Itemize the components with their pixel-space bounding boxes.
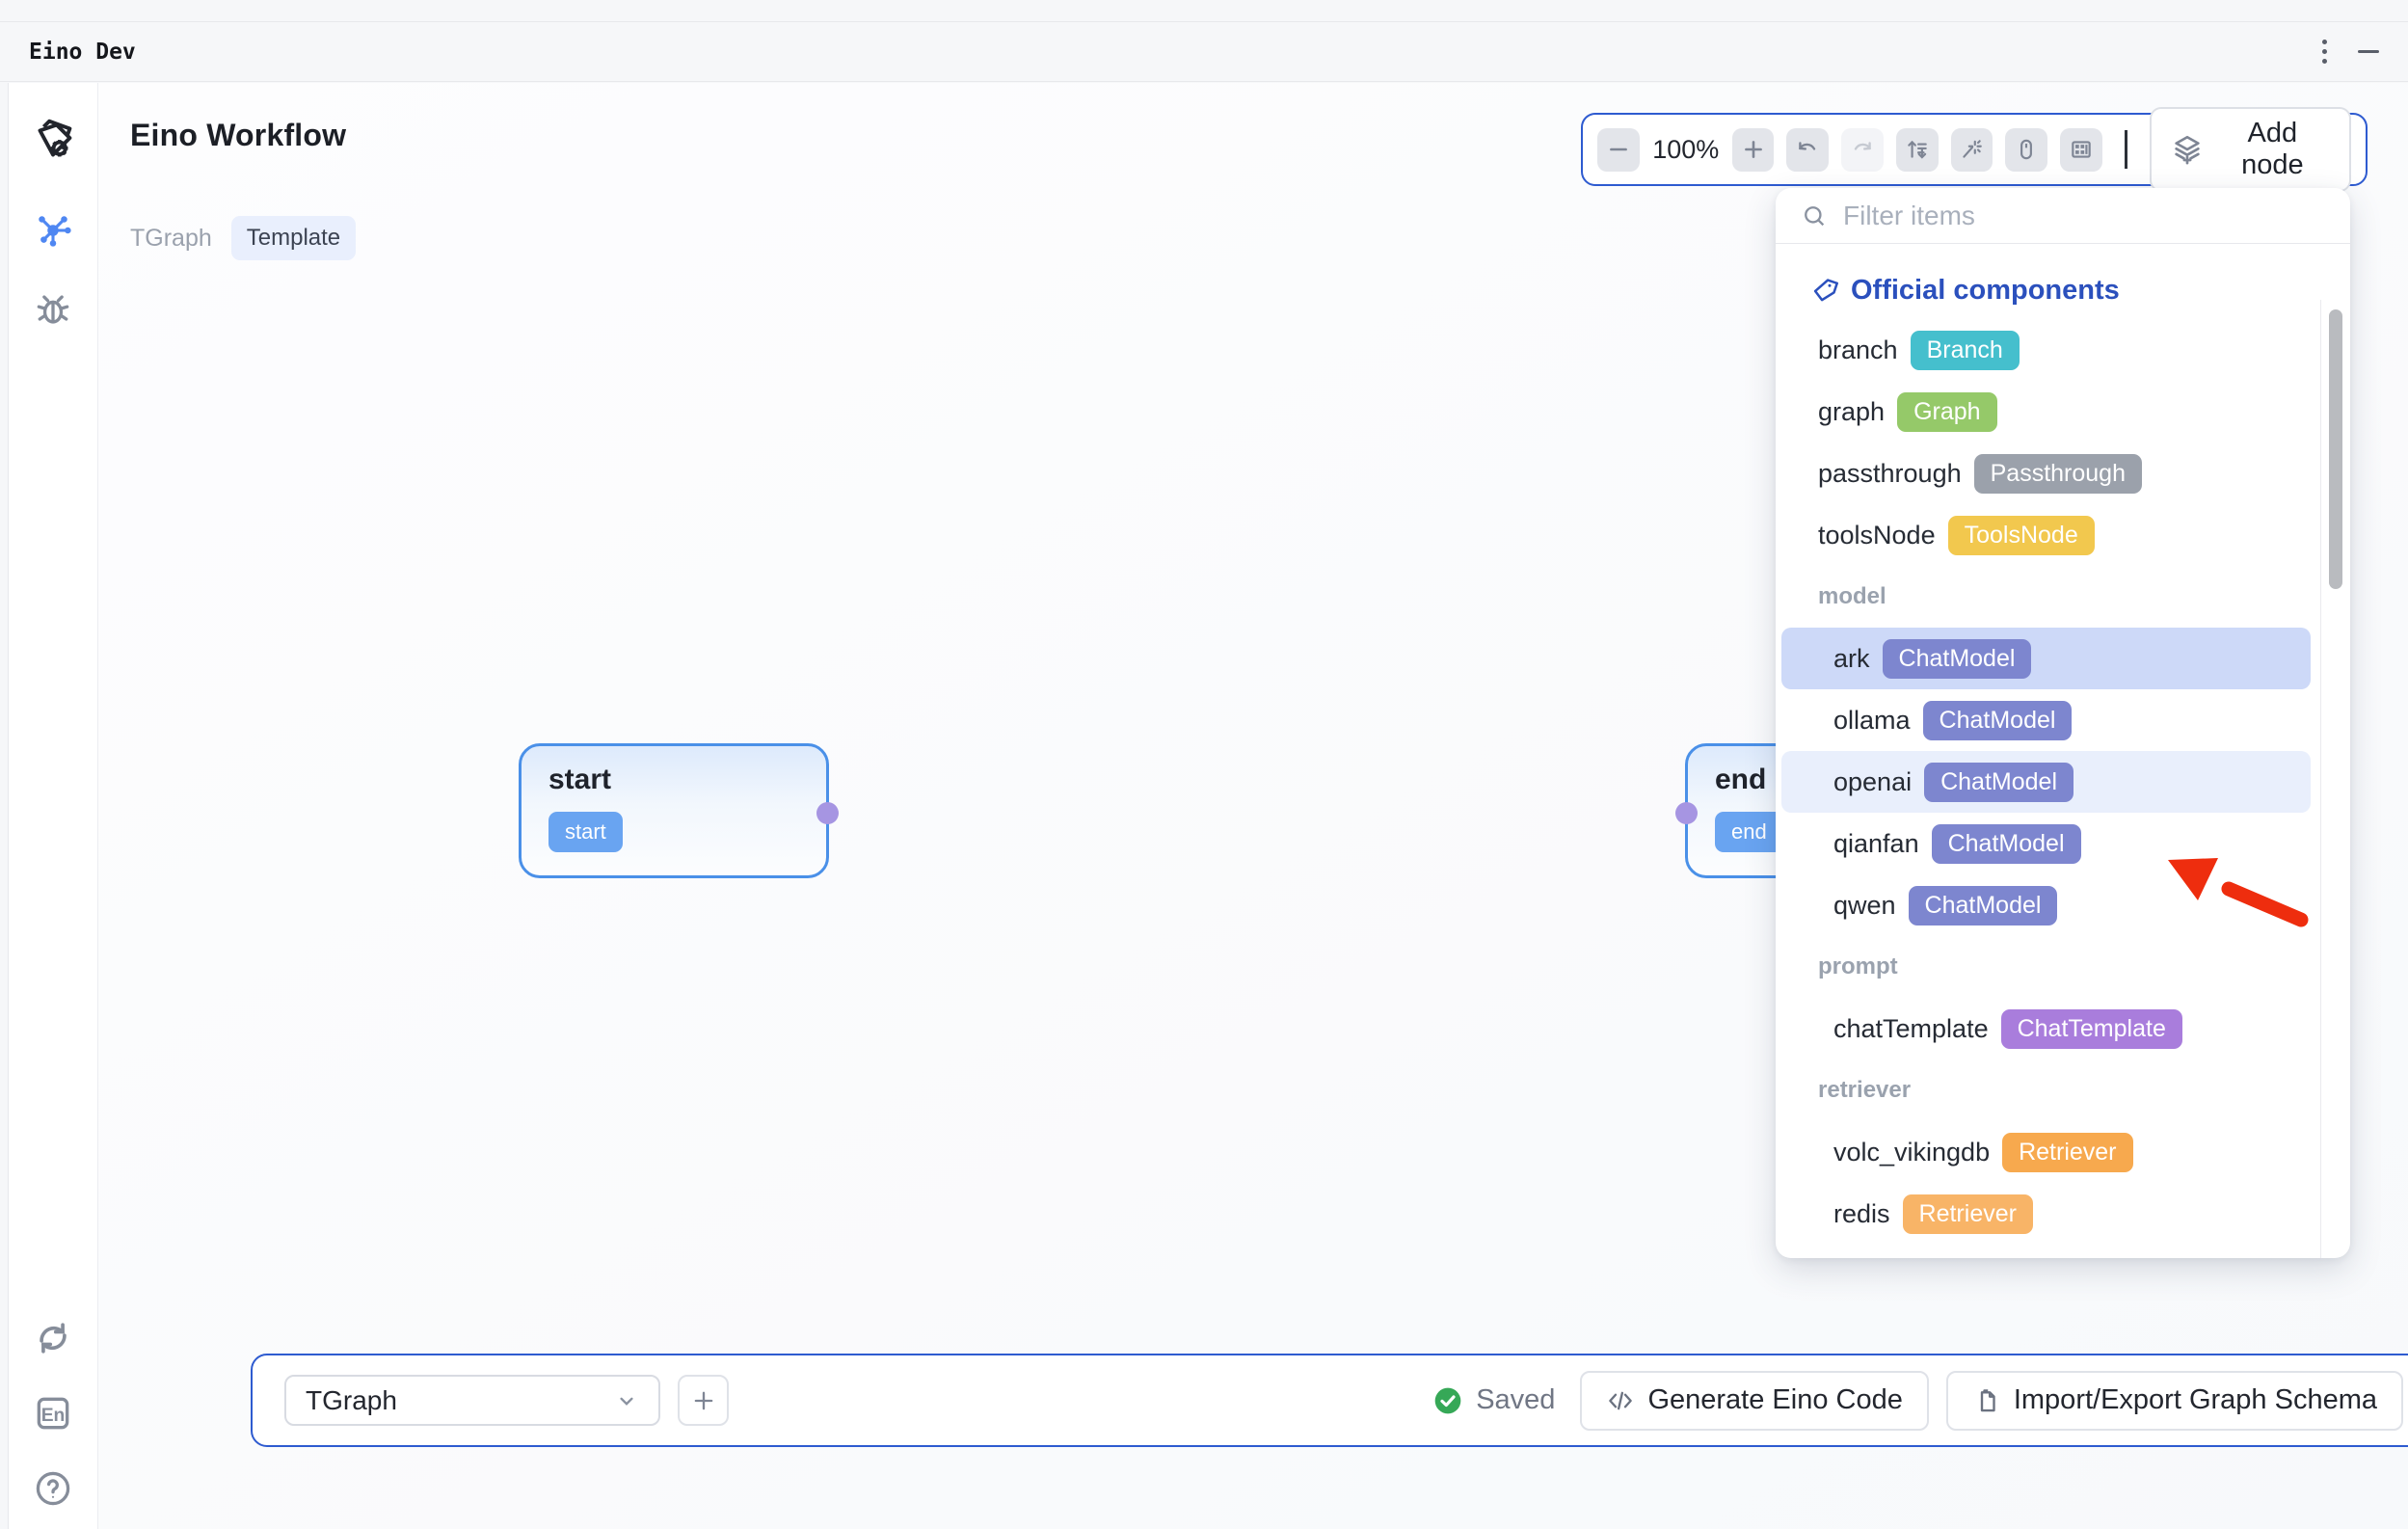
canvas-area[interactable]: Eino Workflow TGraph Template start star… <box>98 83 2408 1529</box>
section-label-retriever: retriever <box>1818 1077 1912 1103</box>
redo-icon[interactable] <box>1841 127 1884 172</box>
component-type-badge: ChatModel <box>1882 638 2032 679</box>
search-icon <box>1801 202 1828 229</box>
add-graph-button[interactable] <box>678 1375 729 1426</box>
component-type-badge: ChatModel <box>1924 762 2074 802</box>
import-export-graph-schema-label: Import/Export Graph Schema <box>2013 1384 2377 1415</box>
component-type-badge: ChatTemplate <box>2000 1008 2182 1049</box>
component-item-graph[interactable]: graph Graph <box>1781 381 2311 443</box>
eino-logo-tag-gear-icon <box>25 114 81 170</box>
component-item-chatTemplate[interactable]: chatTemplate ChatTemplate <box>1781 998 2311 1060</box>
zoom-in-button[interactable] <box>1731 127 1775 172</box>
save-status: Saved <box>1432 1384 1555 1416</box>
component-name: volc_vikingdb <box>1833 1137 1991 1167</box>
component-item-ollama[interactable]: ollama ChatModel <box>1781 689 2311 751</box>
component-item-passthrough[interactable]: passthrough Passthrough <box>1781 443 2311 504</box>
undo-icon[interactable] <box>1786 127 1830 172</box>
graph-select-value: TGraph <box>306 1384 397 1415</box>
canvas-toolbar: 100% <box>1581 107 2368 192</box>
component-item-qwen[interactable]: qwen ChatModel <box>1781 874 2311 936</box>
component-name: qianfan <box>1833 828 1919 858</box>
component-item-volc_vikingdb[interactable]: volc_vikingdb Retriever <box>1781 1121 2311 1183</box>
filter-items-search[interactable]: Filter items <box>1776 188 2350 244</box>
svg-text:En: En <box>41 1406 66 1426</box>
document-icon <box>1972 1386 2001 1415</box>
toolbar-divider <box>2124 130 2127 169</box>
graph-name-label: TGraph <box>130 224 212 252</box>
section-label-prompt: prompt <box>1818 953 1898 979</box>
component-item-ark[interactable]: ark ChatModel <box>1781 628 2311 689</box>
component-name: redis <box>1833 1198 1890 1228</box>
generate-eino-code-label: Generate Eino Code <box>1647 1384 1903 1415</box>
check-circle-icon <box>1432 1385 1463 1416</box>
bottom-bar: TGraph Saved Generate Eino Code <box>251 1354 2408 1447</box>
component-name: graph <box>1818 396 1886 426</box>
component-name: chatTemplate <box>1833 1013 1989 1043</box>
component-type-badge: ChatModel <box>1908 885 2058 925</box>
zoom-out-button[interactable] <box>1597 127 1640 172</box>
add-node-label: Add node <box>2241 118 2304 180</box>
node-type-badge: end <box>1715 812 1783 852</box>
component-type-badge: Branch <box>1910 330 2020 370</box>
component-type-badge: Retriever <box>2002 1132 2133 1172</box>
search-placeholder: Filter items <box>1843 200 1975 230</box>
magic-wand-icon[interactable] <box>1950 127 1993 172</box>
component-name: ollama <box>1833 705 1911 735</box>
app-window: En Eino Workflow TGraph Template start s… <box>8 83 2408 1529</box>
mouse-mode-icon[interactable] <box>2005 127 2048 172</box>
component-item-qianfan[interactable]: qianfan ChatModel <box>1781 813 2311 874</box>
import-export-graph-schema-button[interactable]: Import/Export Graph Schema <box>1945 1370 2403 1431</box>
layers-plus-icon <box>2171 133 2204 166</box>
node-input-port[interactable] <box>1675 802 1698 824</box>
component-item-redis[interactable]: redis Retriever <box>1781 1183 2311 1245</box>
component-type-badge: ChatModel <box>1931 823 2081 864</box>
auto-layout-icon[interactable] <box>1895 127 1939 172</box>
component-type-badge: Passthrough <box>1973 453 2142 494</box>
chevron-down-icon <box>614 1388 639 1413</box>
workflow-node-start[interactable]: start start <box>519 743 839 878</box>
generate-eino-code-button[interactable]: Generate Eino Code <box>1580 1370 1929 1431</box>
window-menu-kebab-icon[interactable] <box>2316 34 2333 69</box>
component-item-toolsNode[interactable]: toolsNode ToolsNode <box>1781 504 2311 566</box>
save-status-label: Saved <box>1476 1384 1556 1415</box>
add-node-button[interactable]: Add node <box>2149 107 2351 192</box>
window-titlebar: Eino Dev <box>0 21 2408 82</box>
component-name: passthrough <box>1818 458 1962 488</box>
node-title: start <box>548 764 612 795</box>
component-name: toolsNode <box>1818 520 1936 550</box>
node-output-port[interactable] <box>816 802 839 824</box>
window-minimize-icon[interactable] <box>2358 50 2379 53</box>
component-name: qwen <box>1833 890 1896 920</box>
component-type-badge: Graph <box>1897 391 1997 432</box>
component-type-badge: ToolsNode <box>1947 515 2095 555</box>
official-components-header: Official components <box>1776 261 2320 319</box>
component-type-badge: ChatModel <box>1922 700 2073 740</box>
add-node-dropdown-panel: Filter items Official components branch … <box>1776 188 2350 1258</box>
template-badge[interactable]: Template <box>230 216 357 260</box>
zoom-level-label: 100% <box>1652 134 1720 164</box>
panel-scrollbar-thumb[interactable] <box>2329 309 2342 589</box>
page-title: Eino Workflow <box>130 118 347 152</box>
component-item-openai[interactable]: openai ChatModel <box>1781 751 2311 813</box>
minimap-panel-icon[interactable] <box>2060 127 2102 172</box>
panel-scrollbar[interactable] <box>2320 300 2350 1258</box>
component-name: ark <box>1833 643 1870 673</box>
component-name: openai <box>1833 766 1913 796</box>
code-icon <box>1606 1386 1635 1415</box>
component-type-badge: Retriever <box>1902 1194 2033 1234</box>
component-item-branch[interactable]: branch Branch <box>1781 319 2311 381</box>
language-icon[interactable]: En <box>32 1392 74 1435</box>
refresh-icon[interactable] <box>32 1317 74 1359</box>
sidebar-item-debug[interactable] <box>32 287 74 330</box>
section-label-model: model <box>1818 583 1886 609</box>
node-title: end <box>1715 764 1767 795</box>
graph-select-dropdown[interactable]: TGraph <box>284 1375 660 1426</box>
node-type-badge: start <box>548 812 623 852</box>
sidebar-item-workflow[interactable] <box>31 208 75 253</box>
sidebar: En <box>9 83 98 1529</box>
help-icon[interactable] <box>32 1467 74 1510</box>
component-name: branch <box>1818 335 1898 364</box>
window-title: Eino Dev <box>29 39 136 65</box>
tag-icon <box>1811 276 1840 305</box>
